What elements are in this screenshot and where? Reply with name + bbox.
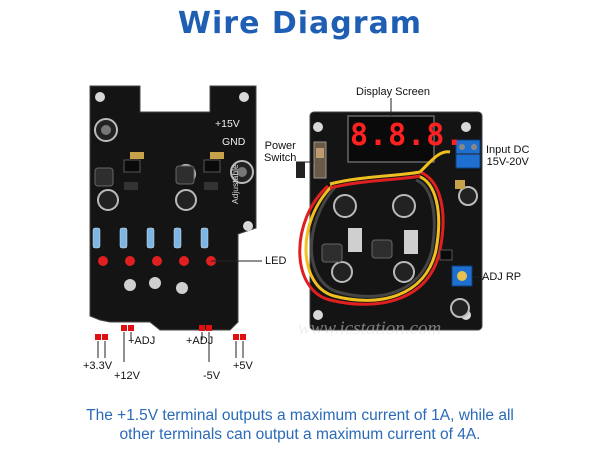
terminal-label-12v: +12V [114, 370, 140, 382]
pcb-label-15v: +15V [215, 118, 240, 130]
input-dc-label-line1: Input DC [486, 144, 530, 156]
left-inductors [94, 152, 224, 190]
pcb-label-adjustable: Adjustable [230, 164, 240, 204]
led-label: LED [265, 255, 287, 267]
display-screen-label: Display Screen [356, 86, 430, 98]
left-pcb-board [89, 85, 262, 362]
watermark: www.icstation.com [298, 318, 441, 339]
terminal-label-minus-5v: -5V [203, 370, 221, 382]
right-components [321, 180, 478, 318]
terminal-label-5v: +5V [233, 360, 253, 372]
power-switch[interactable] [313, 141, 327, 179]
pcb-label-gnd: GND [222, 136, 246, 148]
wire-bundle [298, 150, 451, 306]
power-switch-label-line1: Power [264, 140, 296, 152]
left-terminal-pins [95, 325, 246, 340]
input-dc-label-line2: 15V-20V [486, 156, 529, 168]
input-dc-label: Input DC 15V-20V [486, 144, 529, 168]
terminal-label-3-3v: +3.3V [83, 360, 113, 372]
power-switch-label-line2: Switch [264, 152, 297, 164]
left-resistors [92, 227, 209, 249]
caption-line-1: The +1.5V terminal outputs a maximum cur… [86, 407, 514, 424]
display-screen-module [347, 115, 435, 163]
terminal-label-adj-2: +ADJ [186, 335, 214, 347]
terminal-label-adj-1: +ADJ [128, 335, 156, 347]
power-switch-label: Power Switch [264, 140, 296, 164]
caption: The +1.5V terminal outputs a maximum cur… [40, 406, 560, 444]
right-pcb-board [296, 98, 483, 331]
page-title: Wire Diagram [177, 6, 423, 41]
caption-line-2: other terminals can output a maximum cur… [119, 426, 481, 443]
display-digits: 8.8.8. [350, 118, 465, 153]
adj-rp-label: ADJ RP [482, 271, 522, 283]
